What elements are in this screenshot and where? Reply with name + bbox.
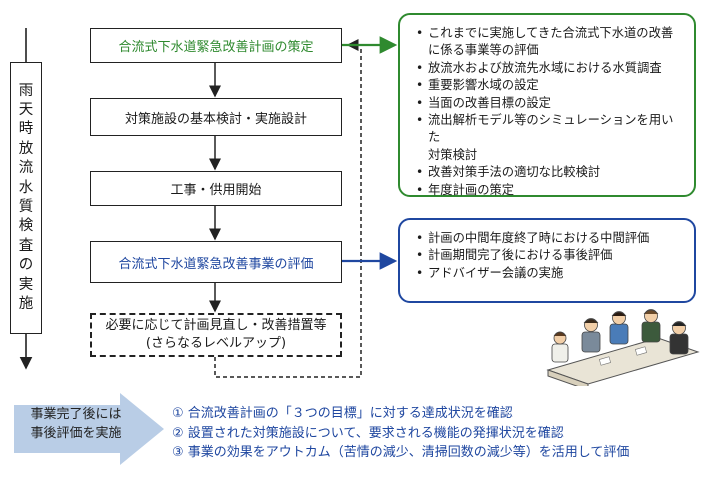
plan-detail-item: 放流水および放流先水域における水質調査 xyxy=(416,60,682,78)
post-evaluation-label: 事業完了後には 事後評価を実施 xyxy=(20,405,132,443)
plan-detail-text: 流出解析モデル等のシミュレーションを用いた xyxy=(428,113,674,145)
vertical-label-char: 質 xyxy=(18,199,34,215)
post-evaluation-line1: 事業完了後には xyxy=(30,407,122,422)
person-5 xyxy=(669,321,689,355)
person-2 xyxy=(581,318,601,353)
vertical-label-char: 時 xyxy=(18,121,34,138)
plan-detail-text: に係る事業等の評価 xyxy=(428,43,539,58)
plan-detail-text: 改善対策手法の適切な比較検討 xyxy=(428,165,601,180)
vertical-label-char: 実 xyxy=(18,276,34,293)
post-evaluation-list: ① 合流改善計画の「３つの目標」に対する達成状況を確認 ② 設置された対策施設に… xyxy=(172,404,702,463)
plan-detail-item: 重要影響水域の設定 xyxy=(416,77,682,95)
flow-step-review: 必要に応じて計画見直し・改善措置等 (さらなるレベルアップ) xyxy=(90,313,342,357)
vertical-label-char: 検 xyxy=(18,218,34,235)
flow-step-construction-label: 工事・供用開始 xyxy=(170,183,262,198)
flow-step-plan-label: 合流式下水道緊急改善計画の策定 xyxy=(118,40,314,55)
plan-detail-text: 対策検討 xyxy=(428,147,478,162)
vertical-label-char: 雨 xyxy=(18,82,34,99)
plan-details-list: これまでに実施してきた合流式下水道の改善に係る事業等の評価放流水および放流先水域… xyxy=(416,25,682,199)
evaluation-detail-item: アドバイザー会議の実施 xyxy=(416,265,682,283)
vertical-label-char: の xyxy=(18,257,34,274)
plan-detail-item: 改善対策手法の適切な比較検討 xyxy=(416,164,682,182)
flow-step-design-label: 対策施設の基本検討・実施設計 xyxy=(124,111,307,127)
vertical-label-char: 天 xyxy=(18,101,34,118)
flow-step-design: 対策施設の基本検討・実施設計 xyxy=(90,98,342,136)
evaluation-detail-item: 計画の中間年度終了時における中間評価 xyxy=(416,230,682,248)
vertical-label-char: 放 xyxy=(18,140,34,157)
vertical-label-char: 流 xyxy=(18,160,34,177)
meeting-illustration xyxy=(546,309,700,386)
plan-detail-text: 当面の改善目標の設定 xyxy=(428,95,551,110)
flow-step-review-line2: (さらなるレベルアップ) xyxy=(145,336,287,351)
plan-detail-text: 放流水および放流先水域における水質調査 xyxy=(428,60,662,75)
vertical-label-char: 査 xyxy=(18,237,34,254)
post-evaluation-item: ③ 事業の効果をアウトカム（苦情の減少、清掃回数の減少等）を活用して評価 xyxy=(172,445,630,460)
flow-step-evaluation-label: 合流式下水道緊急改善事業の評価 xyxy=(118,256,314,272)
person-4 xyxy=(641,309,661,343)
plan-detail-item: 年度計画の策定 xyxy=(416,182,682,200)
flow-step-plan: 合流式下水道緊急改善計画の策定 xyxy=(90,28,342,63)
evaluation-details-box: 計画の中間年度終了時における中間評価計画期間完了後における事後評価アドバイザー会… xyxy=(398,218,696,303)
evaluation-details-list: 計画の中間年度終了時における中間評価計画期間完了後における事後評価アドバイザー会… xyxy=(416,230,682,283)
flow-step-review-line1: 必要に応じて計画見直し・改善措置等 xyxy=(105,318,327,333)
person-3 xyxy=(609,311,629,345)
post-evaluation-item: ② 設置された対策施設について、要求される機能の発揮状況を確認 xyxy=(172,425,564,441)
plan-detail-text: これまでに実施してきた合流式下水道の改善 xyxy=(428,26,674,40)
vertical-label-char: 施 xyxy=(18,296,34,313)
plan-details-box: これまでに実施してきた合流式下水道の改善に係る事業等の評価放流水および放流先水域… xyxy=(398,13,696,199)
evaluation-detail-item: 計画期間完了後における事後評価 xyxy=(416,247,682,265)
flow-step-evaluation: 合流式下水道緊急改善事業の評価 xyxy=(90,241,342,283)
plan-detail-text: 重要影響水域の設定 xyxy=(428,78,539,93)
plan-detail-text: 年度計画の策定 xyxy=(428,182,515,197)
post-evaluation-line2: 事後評価を実施 xyxy=(30,426,122,441)
post-evaluation-arrow xyxy=(14,393,164,465)
vertical-label: 雨天時放流水質検査の実施 xyxy=(10,62,42,334)
flow-step-construction: 工事・供用開始 xyxy=(90,171,342,206)
plan-detail-item: 当面の改善目標の設定 xyxy=(416,95,682,113)
vertical-label-char: 水 xyxy=(18,179,34,196)
post-evaluation-item: ① 合流改善計画の「３つの目標」に対する達成状況を確認 xyxy=(172,406,513,421)
person-1 xyxy=(551,331,569,363)
